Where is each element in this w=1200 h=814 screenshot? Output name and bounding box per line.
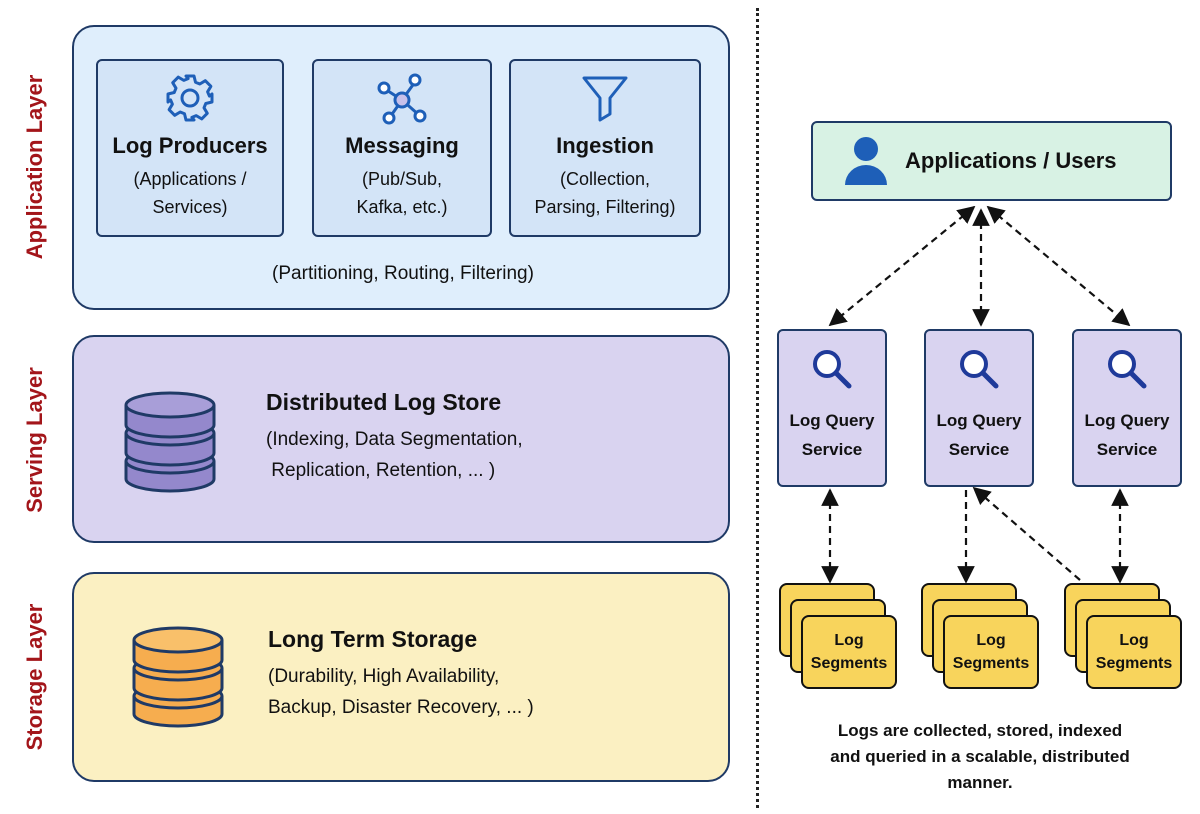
log-segment-front: Log Segments xyxy=(943,615,1039,689)
messaging-card: Messaging (Pub/Sub, Kafka, etc.) xyxy=(312,59,492,237)
caption-line1: Logs are collected, stored, indexed xyxy=(837,721,1123,740)
gear-icon xyxy=(98,71,282,125)
log-query-service-3-line2: Service xyxy=(1096,440,1158,459)
messaging-sub2: Kafka, etc.) xyxy=(356,197,448,217)
database-icon xyxy=(130,612,226,735)
serving-layer-box: Distributed Log Store (Indexing, Data Se… xyxy=(72,335,730,543)
long-term-storage-sub2: Backup, Disaster Recovery, ... ) xyxy=(268,697,534,718)
diagram-caption: Logs are collected, stored, indexed and … xyxy=(780,718,1180,796)
ingestion-card: Ingestion (Collection, Parsing, Filtering… xyxy=(509,59,701,237)
search-icon xyxy=(1074,347,1180,396)
log-segment-front: Log Segments xyxy=(1086,615,1182,689)
storage-layer-box: Long Term Storage (Durability, High Avai… xyxy=(72,572,730,782)
applications-users-label: Applications / Users xyxy=(905,148,1117,173)
log-segments-3-line1: Log xyxy=(1119,632,1149,649)
long-term-storage-sub1: (Durability, High Availability, xyxy=(268,666,500,687)
messaging-sub1: (Pub/Sub, xyxy=(361,169,443,189)
filter-funnel-icon xyxy=(511,71,699,125)
log-segments-1-line2: Segments xyxy=(810,655,888,672)
log-segments-2-line1: Log xyxy=(976,632,1006,649)
database-icon xyxy=(122,377,218,500)
log-segments-3-line2: Segments xyxy=(1095,655,1173,672)
ingestion-title: Ingestion xyxy=(556,133,654,158)
distributed-log-store-sub1: (Indexing, Data Segmentation, xyxy=(266,429,523,450)
long-term-storage-title: Long Term Storage xyxy=(268,626,478,652)
log-query-service-1-line2: Service xyxy=(801,440,863,459)
log-query-service-1-line1: Log Query xyxy=(789,411,875,430)
caption-line2: and queried in a scalable, distributed xyxy=(830,747,1130,766)
application-footer: (Partitioning, Routing, Filtering) xyxy=(272,263,534,284)
application-layer-box: Log Producers (Applications / Services) M… xyxy=(72,25,730,310)
log-segments-2-line2: Segments xyxy=(952,655,1030,672)
log-producers-card: Log Producers (Applications / Services) xyxy=(96,59,284,237)
section-divider xyxy=(756,8,759,808)
user-icon xyxy=(843,135,889,187)
distributed-log-store-title: Distributed Log Store xyxy=(266,389,502,415)
ingestion-sub2: Parsing, Filtering) xyxy=(534,197,676,217)
messaging-title: Messaging xyxy=(345,133,459,158)
search-icon xyxy=(926,347,1032,396)
caption-line3: manner. xyxy=(947,773,1013,792)
log-producers-title: Log Producers xyxy=(112,133,268,158)
search-icon xyxy=(779,347,885,396)
log-query-service-2-line2: Service xyxy=(948,440,1010,459)
log-query-service-2-line1: Log Query xyxy=(936,411,1022,430)
log-producers-sub2: Services) xyxy=(152,197,228,217)
network-nodes-icon xyxy=(314,71,490,125)
ingestion-sub1: (Collection, xyxy=(559,169,651,189)
applications-users-box: Applications / Users xyxy=(811,121,1172,201)
distributed-log-store-sub2: Replication, Retention, ... ) xyxy=(271,460,496,481)
log-producers-sub1: (Applications / xyxy=(133,169,247,189)
log-segments-1-line1: Log xyxy=(834,632,864,649)
log-query-service-3-line1: Log Query xyxy=(1084,411,1170,430)
log-segment-front: Log Segments xyxy=(801,615,897,689)
